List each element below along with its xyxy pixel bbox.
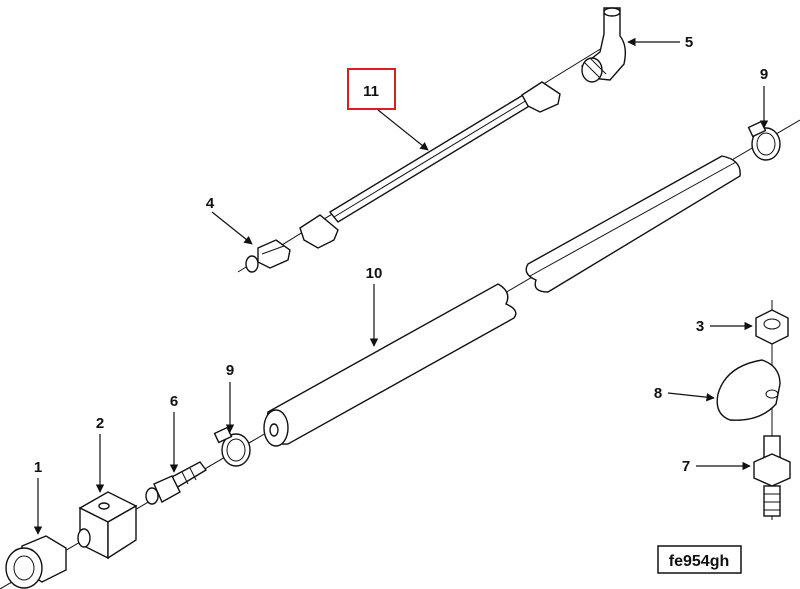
part-8-clip[interactable] xyxy=(716,359,781,421)
leader-lines xyxy=(33,37,769,535)
callout-4: 4 xyxy=(206,195,215,212)
part-2-block[interactable] xyxy=(77,491,138,560)
part-4-fitting[interactable] xyxy=(245,239,291,273)
part-1-adapter[interactable] xyxy=(5,535,67,589)
part-11-tube[interactable] xyxy=(299,81,561,249)
callout-2: 2 xyxy=(96,415,104,432)
callout-5: 5 xyxy=(685,34,693,51)
part-7-stud[interactable] xyxy=(753,435,791,517)
callout-labels: 11 4 5 9 10 9 6 2 1 3 8 7 xyxy=(34,34,768,476)
figure-reference-box xyxy=(657,545,742,574)
callout-6: 6 xyxy=(170,393,178,410)
part-6-barbed-fitting[interactable] xyxy=(145,461,208,505)
callout-9-lower: 9 xyxy=(226,362,234,379)
part-10-hose[interactable] xyxy=(263,155,741,447)
callout-10: 10 xyxy=(366,265,383,282)
callout-3: 3 xyxy=(696,318,704,335)
part-3-nut[interactable] xyxy=(755,309,789,345)
callout-9-upper: 9 xyxy=(760,66,768,83)
part-5-elbow-fitting[interactable] xyxy=(581,7,627,83)
callout-11-highlight-box xyxy=(347,68,396,110)
figure-reference-code: fe954gh xyxy=(669,553,729,570)
callout-1: 1 xyxy=(34,459,42,476)
figure-reference: fe954gh xyxy=(657,545,742,574)
callout-8: 8 xyxy=(654,385,662,402)
callout-7: 7 xyxy=(682,458,690,475)
callout-11: 11 xyxy=(363,83,379,100)
